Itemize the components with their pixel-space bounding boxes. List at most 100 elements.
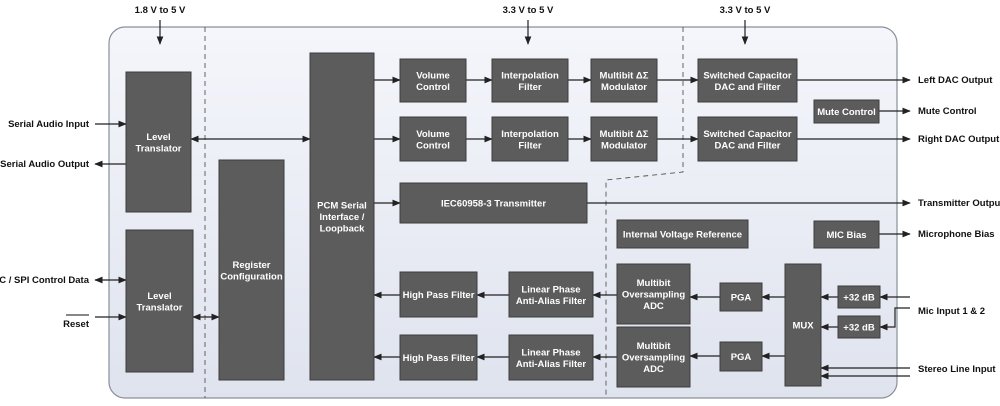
block-box <box>616 263 691 325</box>
block-label: Oversampling <box>622 353 686 364</box>
block-label: Anti-Alias Filter <box>516 359 587 370</box>
block-label: IEC60958-3 Transmitter <box>441 199 546 210</box>
block-pga-1: PGA <box>719 282 763 312</box>
block-label: Translator <box>137 302 183 313</box>
block-mux: MUX <box>784 263 822 387</box>
block-gain-2: +32 dB <box>837 315 881 339</box>
block-box <box>837 285 881 309</box>
block-box <box>125 71 192 213</box>
block-high-pass-filter-2: High Pass Filter <box>399 334 478 381</box>
block-box <box>491 58 569 103</box>
block-label: Linear Phase <box>521 347 580 358</box>
block-label: Linear Phase <box>521 284 580 295</box>
block-label: Interpolation <box>501 129 559 140</box>
block-label: Switched Capacitor <box>703 70 791 81</box>
block-box <box>813 99 880 124</box>
block-label: Control <box>416 82 450 93</box>
block-internal-voltage-reference: Internal Voltage Reference <box>616 219 749 249</box>
block-label: Volume <box>416 129 450 140</box>
block-label: ADC <box>643 364 664 375</box>
right-dac-output-label: Right DAC Output <box>918 134 1000 145</box>
block-label: MUX <box>792 321 814 332</box>
block-mic-bias: MIC Bias <box>813 220 880 249</box>
block-label: Filter <box>518 82 542 93</box>
block-box <box>309 52 375 381</box>
block-label: Multibit ΔΣ <box>600 129 649 140</box>
block-label: Anti-Alias Filter <box>516 296 587 307</box>
block-box <box>616 219 749 249</box>
block-box <box>813 220 880 249</box>
block-label: Interface / <box>320 212 365 223</box>
block-mute-control: Mute Control <box>813 99 880 124</box>
block-label: Modulator <box>601 82 647 93</box>
block-box <box>784 263 822 387</box>
block-label: MIC Bias <box>826 230 866 241</box>
stereo-line-input-label: Stereo Line Input <box>918 364 996 375</box>
reset-label: Reset <box>63 319 90 330</box>
i2c-spi-label: I²C / SPI Control Data <box>0 275 90 286</box>
block-box <box>399 182 588 224</box>
block-label: PCM Serial <box>317 201 367 212</box>
block-label: Modulator <box>601 140 647 151</box>
mic-input-label: Mic Input 1 & 2 <box>918 306 985 317</box>
block-label: Level <box>147 291 171 302</box>
block-gain-1: +32 dB <box>837 285 881 309</box>
block-label: PGA <box>731 293 752 304</box>
block-box <box>399 116 467 162</box>
block-label: Internal Voltage Reference <box>623 230 742 241</box>
block-box <box>697 116 798 162</box>
block-label: Filter <box>518 140 542 151</box>
serial-audio-output-label: Serial Audio Output <box>0 159 90 170</box>
block-label: Volume <box>416 70 450 81</box>
transmitter-output-label: Transmitter Output <box>918 198 1000 209</box>
block-box <box>616 326 691 388</box>
block-label: Multibit <box>637 341 672 352</box>
microphone-bias-label: Microphone Bias <box>918 229 995 240</box>
block-box <box>697 58 798 103</box>
block-label: Register <box>232 260 270 271</box>
block-box <box>125 229 194 373</box>
left-dac-output-label: Left DAC Output <box>918 75 993 86</box>
block-box <box>399 58 467 103</box>
blocks: LevelTranslatorLevelTranslatorRegisterCo… <box>125 52 881 388</box>
block-label: +32 dB <box>843 293 875 304</box>
block-label: +32 dB <box>843 323 875 334</box>
block-box <box>590 58 658 103</box>
block-box <box>719 341 763 372</box>
block-label: High Pass Filter <box>403 353 475 364</box>
block-pga-2: PGA <box>719 341 763 372</box>
supply-label-left: 1.8 V to 5 V <box>135 5 186 16</box>
block-box <box>508 334 594 381</box>
block-box <box>837 315 881 339</box>
block-label: Control <box>416 140 450 151</box>
block-label: DAC and Filter <box>715 82 781 93</box>
domain-divider-right <box>605 27 684 398</box>
block-label: Translator <box>136 143 182 154</box>
block-label: PGA <box>731 352 752 363</box>
block-label: Switched Capacitor <box>703 129 791 140</box>
block-label: Interpolation <box>501 70 559 81</box>
block-label: ADC <box>643 301 664 312</box>
block-box <box>399 271 478 318</box>
block-iec-transmitter: IEC60958-3 Transmitter <box>399 182 588 224</box>
wires <box>94 76 911 380</box>
block-high-pass-filter-1: High Pass Filter <box>399 271 478 318</box>
block-box <box>399 334 478 381</box>
block-box <box>218 159 285 381</box>
block-label: High Pass Filter <box>403 290 475 301</box>
block-label: DAC and Filter <box>715 140 781 151</box>
